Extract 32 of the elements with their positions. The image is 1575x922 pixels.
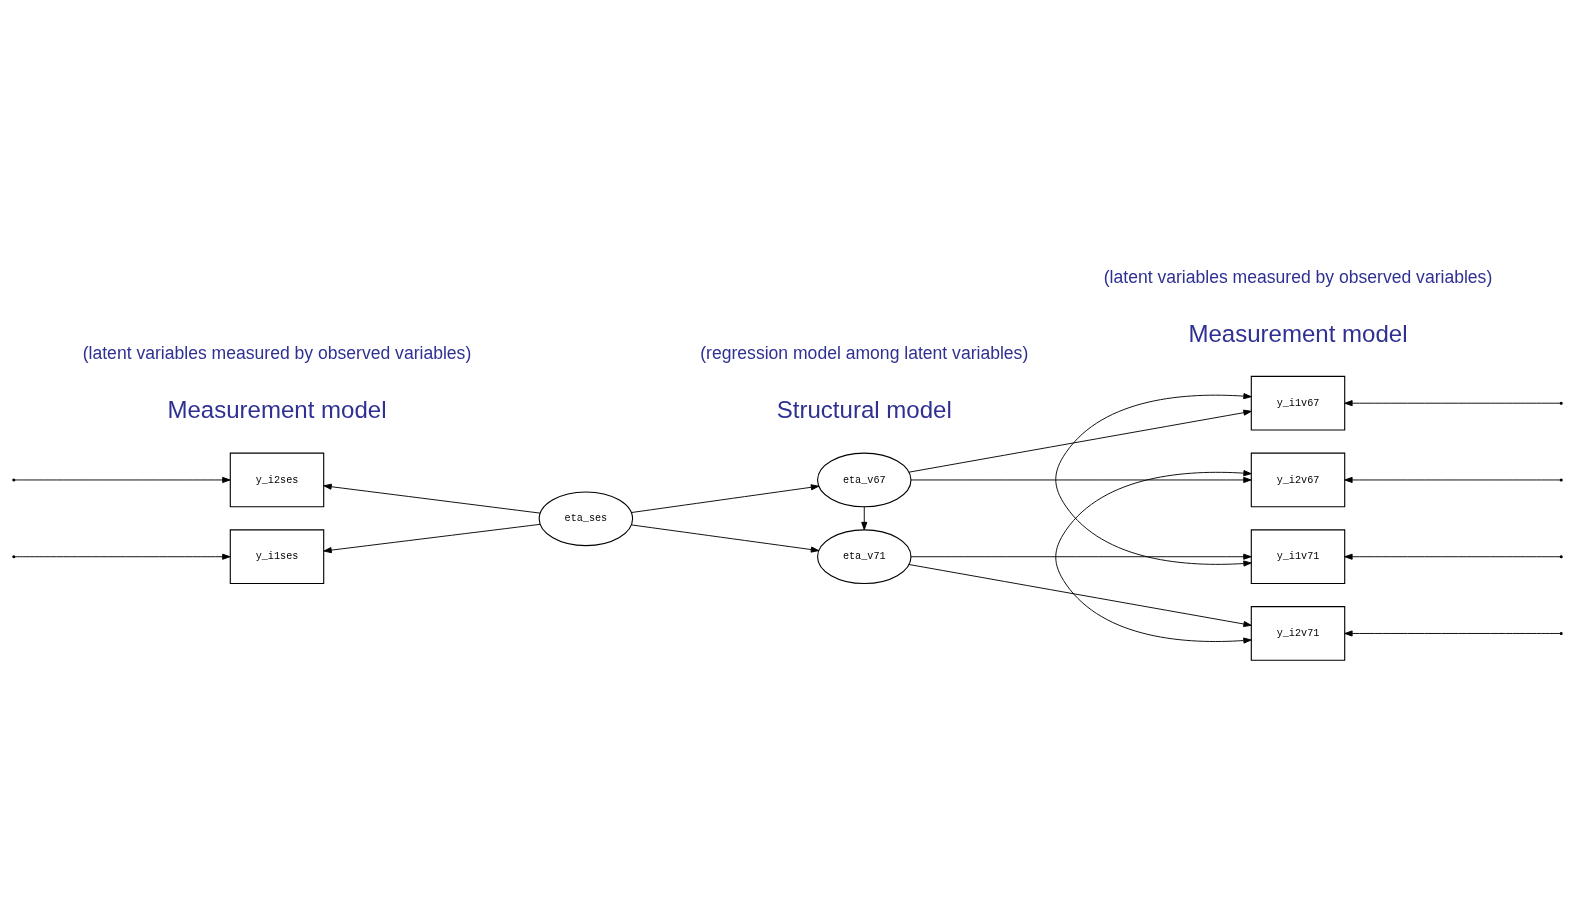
node-ellipse: eta_v67: [817, 452, 912, 508]
label: Structural model: [776, 396, 952, 424]
arrow: [14, 476, 231, 483]
arrow: [1055, 393, 1252, 567]
node-ellipse: eta_ses: [538, 491, 634, 547]
label: Measurement model: [1188, 319, 1408, 347]
arrow: [908, 564, 1252, 628]
arrow: [631, 484, 820, 513]
node-box: y_i1v67: [1250, 375, 1346, 431]
arrow: [861, 506, 868, 531]
arrow: [631, 524, 820, 553]
label: (latent variables measured by observed variables): [82, 343, 472, 364]
arrow: [14, 553, 231, 560]
node-box: y_i1v71: [1250, 529, 1346, 585]
node-box: y_i2v71: [1250, 606, 1346, 661]
arrow: [323, 483, 541, 514]
arrow: [910, 476, 1252, 483]
arrow: [1344, 476, 1561, 483]
arrow: [1344, 400, 1561, 407]
label: (latent variables measured by observed variables): [1103, 266, 1493, 287]
arrow: [323, 523, 541, 554]
arrow: [910, 553, 1252, 560]
arrow: [1344, 630, 1561, 637]
arrow: [908, 409, 1252, 473]
node-box: y_i1ses: [229, 529, 325, 585]
node-ellipse: eta_v71: [817, 529, 912, 585]
label: Measurement model: [167, 396, 387, 424]
node-box: y_i2v67: [1250, 452, 1346, 508]
arrow: [1344, 553, 1561, 560]
node-box: y_i2ses: [229, 452, 325, 508]
label: (regression model among latent variables): [700, 343, 1029, 364]
arrow: [1055, 470, 1252, 644]
